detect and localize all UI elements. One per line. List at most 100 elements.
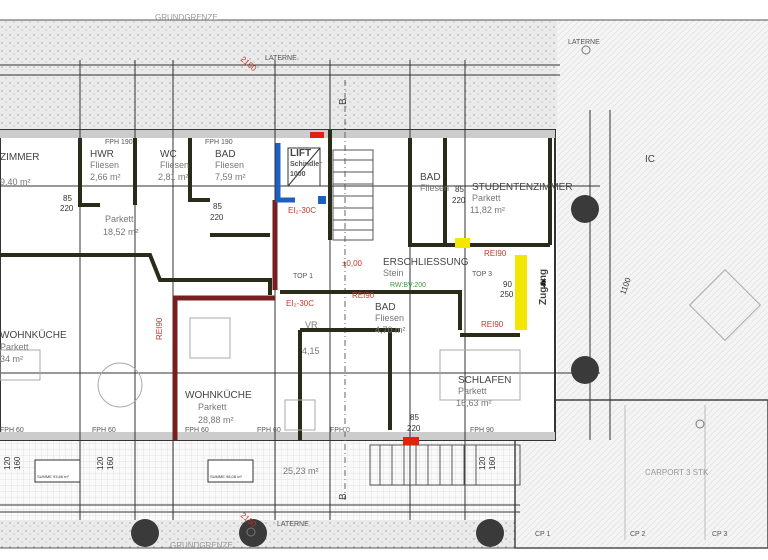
terrace-area-label: 25,23 m² (283, 466, 319, 476)
fire-door-rating: EI₂-30C (286, 299, 314, 308)
room-floor: Fliesen (375, 313, 404, 323)
room-floor: Fliesen (420, 183, 449, 193)
walls (0, 130, 552, 440)
room-area: 28,88 m² (198, 415, 234, 425)
furniture (0, 268, 762, 431)
lift-brand: Schindler (290, 161, 322, 168)
room-wc: WC (160, 149, 177, 160)
room-area: 7,59 m² (215, 172, 246, 182)
room-area: 2,66 m² (90, 172, 121, 182)
parking-area (514, 399, 768, 549)
room-area: 4,15 (302, 346, 320, 356)
door-width: 85 (410, 413, 419, 422)
lamp-icon (581, 45, 591, 55)
room-area: 18,52 m² (103, 227, 139, 237)
fire-rating: REI90 (481, 320, 504, 329)
lift-car (287, 147, 321, 187)
parking-cp2: CP 2 (630, 531, 646, 538)
lift-shaft-wall (275, 143, 295, 203)
fph-label: FPH 190 (205, 139, 233, 146)
door-width: 85 (213, 202, 222, 211)
fire-door-rating: EI₂-30C (288, 206, 316, 215)
room-area: 4,70 m² (375, 325, 406, 335)
lamp-label: LATERNE (265, 55, 297, 62)
tree-icon (131, 519, 159, 547)
room-floor: Parkett (472, 193, 501, 203)
lamp-icon (246, 527, 256, 537)
fph-label: FPH 0 (330, 427, 350, 434)
carport-label: CARPORT 3 STK (645, 468, 709, 477)
fph-label: FPH 60 (0, 427, 24, 434)
level-label: ±0,00 (342, 259, 363, 268)
parking-cp3: CP 3 (712, 531, 728, 538)
room-area: 34 m² (0, 354, 23, 364)
zugang-label: Zugang (538, 269, 549, 305)
window-width: 120 (96, 456, 105, 470)
window-width: 120 (3, 456, 12, 470)
terrace-area (0, 440, 515, 520)
fph-label: FPH 60 (92, 427, 116, 434)
door-width: 85 (63, 194, 72, 203)
lamp-label: LATERNE (568, 39, 600, 46)
room-wohnkueche: WOHNKÜCHE (0, 329, 67, 341)
boundary-label-bottom: GRUNDGRENZE (170, 541, 233, 550)
fph-label: FPH 60 (185, 427, 209, 434)
room-studentenzimmer: STUDENTENZIMMER (472, 182, 573, 193)
room-floor: Fliesen (160, 160, 189, 170)
tree-icon (571, 195, 599, 223)
room-hwr: HWR (90, 149, 114, 160)
lamp-label: LATERNE (277, 521, 309, 528)
fph-label: FPH 60 (257, 427, 281, 434)
fire-wall (172, 295, 275, 440)
staircase (332, 149, 521, 486)
room-area: 2,81 m² (158, 172, 189, 182)
tree-icon (571, 356, 599, 384)
entrance-highlight (515, 255, 527, 330)
window-height: 160 (106, 456, 115, 470)
window-height: 160 (13, 456, 22, 470)
entry-height: 250 (500, 290, 514, 299)
section-mark-bottom: B (338, 493, 349, 500)
fph-label: FPH 190 (105, 139, 133, 146)
fph-label: FPH 90 (470, 427, 494, 434)
door-width: 85 (455, 185, 464, 194)
ic-label: IC (645, 154, 655, 165)
room-area: 9,40 m² (0, 177, 31, 187)
fire-rating: REI90 (352, 291, 375, 300)
boundary-label-top: GRUNDGRENZE (155, 13, 218, 22)
entrance-arrow-icon (540, 278, 545, 288)
summe-label: SUMME 93,66 m² (37, 474, 69, 479)
rw-label: RW:BV:200 (390, 282, 426, 289)
room-floor: Stein (383, 268, 404, 278)
room-schlafen: SCHLAFEN (458, 375, 511, 386)
room-floor: Fliesen (215, 160, 244, 170)
room-floor: Fliesen (90, 160, 119, 170)
lift-capacity: 1000 (290, 171, 306, 178)
entry-width: 90 (503, 280, 512, 289)
room-bad: BAD (215, 149, 236, 160)
door-height: 220 (60, 204, 74, 213)
window-width: 120 (478, 456, 487, 470)
parking-cp1: CP 1 (535, 531, 551, 538)
lift-label: LIFT (290, 148, 311, 159)
room-floor: Parkett (0, 342, 29, 352)
trees (131, 195, 599, 547)
room-bad: BAD (420, 172, 441, 183)
room-zimmer: ZIMMER (0, 152, 39, 163)
lamp-icon (695, 419, 705, 429)
tree-icon (476, 519, 504, 547)
window-height: 160 (488, 456, 497, 470)
red-mark (310, 132, 324, 138)
fire-rating: REI90 (155, 317, 164, 340)
room-erschliessung: ERSCHLIESSUNG (383, 257, 469, 268)
room-wohnkueche: WOHNKÜCHE (185, 389, 252, 401)
room-area: 16,63 m² (456, 398, 492, 408)
tree-icon (239, 519, 267, 547)
top3-label: TOP 3 (472, 271, 492, 278)
section-mark-top: B (338, 98, 349, 105)
room-bad: BAD (375, 302, 396, 313)
fire-rating: REI90 (484, 249, 507, 258)
door-height: 220 (407, 424, 421, 433)
door-height: 220 (452, 196, 466, 205)
